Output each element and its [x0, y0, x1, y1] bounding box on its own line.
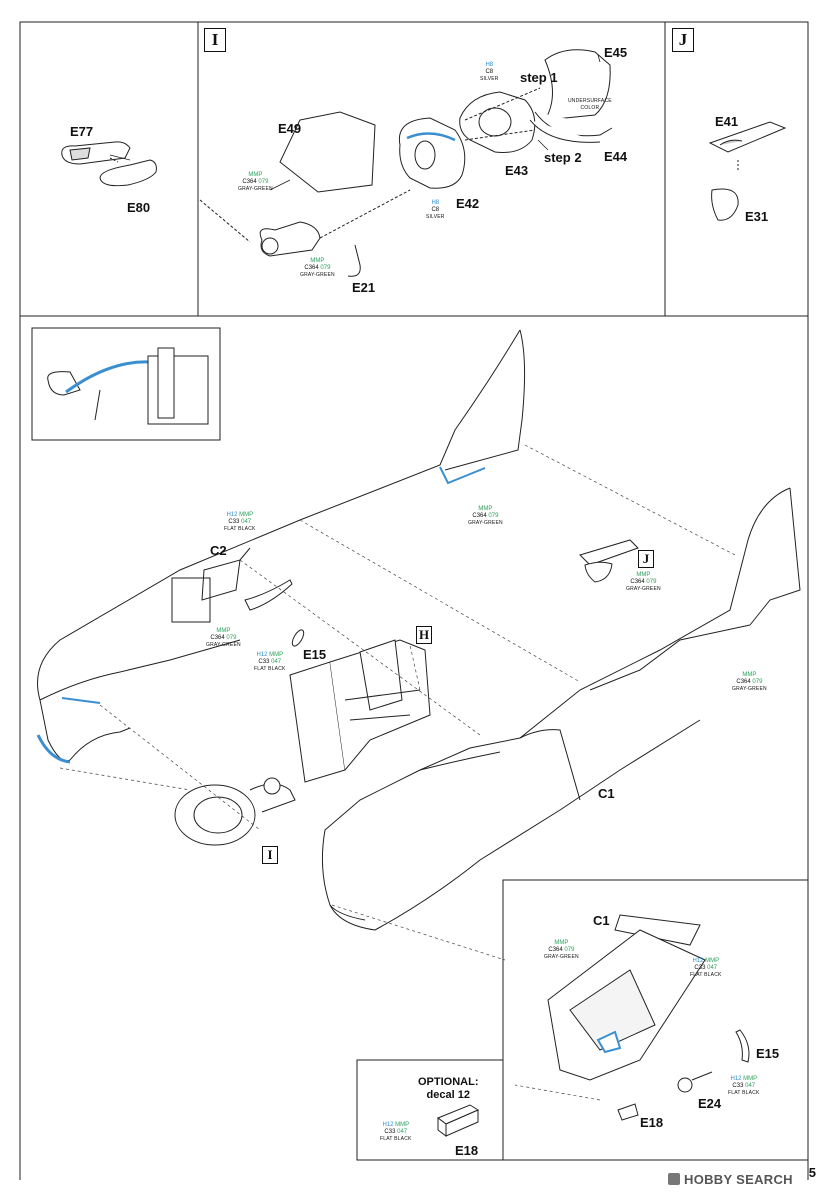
- fuselage-c1-drawing: [321, 487, 801, 931]
- label-e31: E31: [745, 209, 769, 224]
- part-j-fuselage-drawing: [579, 539, 639, 583]
- intake-assembly-drawing: [174, 777, 296, 846]
- label-c2: C2: [210, 543, 227, 558]
- cockpit-tub-drawing: [289, 639, 431, 783]
- fuselage-c2-drawing: [36, 329, 526, 764]
- paint-callout-flat-black-e18: H12 MMP C33 047 FLAT BLACK: [380, 1122, 412, 1142]
- part-e49-drawing: [199, 111, 411, 277]
- label-step-1: step 1: [520, 70, 558, 85]
- inset-box-intake: [31, 327, 221, 441]
- page-number: 5: [808, 1165, 816, 1180]
- intake-inset-drawing: [47, 347, 209, 425]
- label-e42: E42: [456, 196, 480, 211]
- label-e44: E44: [604, 149, 628, 164]
- optional-label: OPTIONAL:: [418, 1076, 479, 1088]
- paint-callout-gray-green-e49: MMP C364 079 GRAY-GREEN: [238, 172, 273, 192]
- paint-callout-gray-green-j: MMP C364 079 GRAY-GREEN: [626, 572, 661, 592]
- part-e15-drawing: [244, 579, 305, 647]
- paint-callout-silver-e42: H8 C8 SILVER: [426, 200, 445, 220]
- label-e77: E77: [70, 124, 94, 139]
- label-inset-e24: E24: [698, 1096, 722, 1111]
- part-e77-e80-drawing: [61, 141, 157, 187]
- label-e49: E49: [278, 121, 302, 136]
- section-marker-i-lower: I: [262, 846, 278, 864]
- paint-callout-gray-green-c2: MMP C364 079 GRAY-GREEN: [206, 628, 241, 648]
- watermark-logo-icon: [668, 1173, 680, 1185]
- paint-callout-gray-green-c1-tail: MMP C364 079 GRAY-GREEN: [468, 506, 503, 526]
- paint-callout-silver-e43: H8 C8 SILVER: [480, 62, 499, 82]
- label-e15: E15: [303, 647, 327, 662]
- section-marker-h: H: [416, 626, 432, 644]
- paint-callout-gray-green-e80: MMP C364 079 GRAY-GREEN: [300, 258, 335, 278]
- inset-cockpit-wall-drawing: [547, 914, 750, 1121]
- assembly-guides: [59, 444, 736, 1101]
- part-e41-e31-drawing: [708, 121, 787, 221]
- label-e43: E43: [505, 163, 529, 178]
- label-e18: E18: [640, 1115, 664, 1130]
- section-marker-j-fuselage: J: [638, 550, 654, 568]
- callout-leaders: [109, 54, 601, 191]
- label-inset-c1: C1: [593, 913, 610, 928]
- label-step-2: step 2: [544, 150, 582, 165]
- part-e42-e45-drawing: [398, 49, 613, 189]
- label-c1: C1: [598, 786, 615, 801]
- label-e18-optional: E18: [455, 1143, 479, 1158]
- label-inset-e15: E15: [756, 1046, 780, 1061]
- paint-callout-undersurface: UNDERSURFACE COLOR: [568, 98, 612, 111]
- label-e21: E21: [352, 280, 376, 295]
- decal-box-drawing: [436, 1104, 480, 1137]
- section-marker-j: J: [672, 28, 694, 52]
- watermark: HOBBY SEARCH: [668, 1172, 793, 1187]
- paint-callout-flat-black-e24: H12 MMP C33 047 FLAT BLACK: [728, 1076, 760, 1096]
- inset-box-optional: [356, 1059, 504, 1161]
- paint-callout-flat-black-c2: H12 MMP C33 047 FLAT BLACK: [224, 512, 256, 532]
- paint-callout-flat-black-e15: H12 MMP C33 047 FLAT BLACK: [254, 652, 286, 672]
- section-marker-i: I: [204, 28, 226, 52]
- paint-callout-gray-green-c1: MMP C364 079 GRAY-GREEN: [732, 672, 767, 692]
- optional-decal-note: OPTIONAL: decal 12: [418, 1076, 479, 1102]
- label-e41: E41: [715, 114, 739, 129]
- paint-callout-flat-black-inset: H12 MMP C33 047 FLAT BLACK: [690, 958, 722, 978]
- paint-callout-gray-green-inset: MMP C364 079 GRAY-GREEN: [544, 940, 579, 960]
- label-e45: E45: [604, 45, 628, 60]
- label-e80: E80: [127, 200, 151, 215]
- decal-label: decal 12: [426, 1089, 470, 1101]
